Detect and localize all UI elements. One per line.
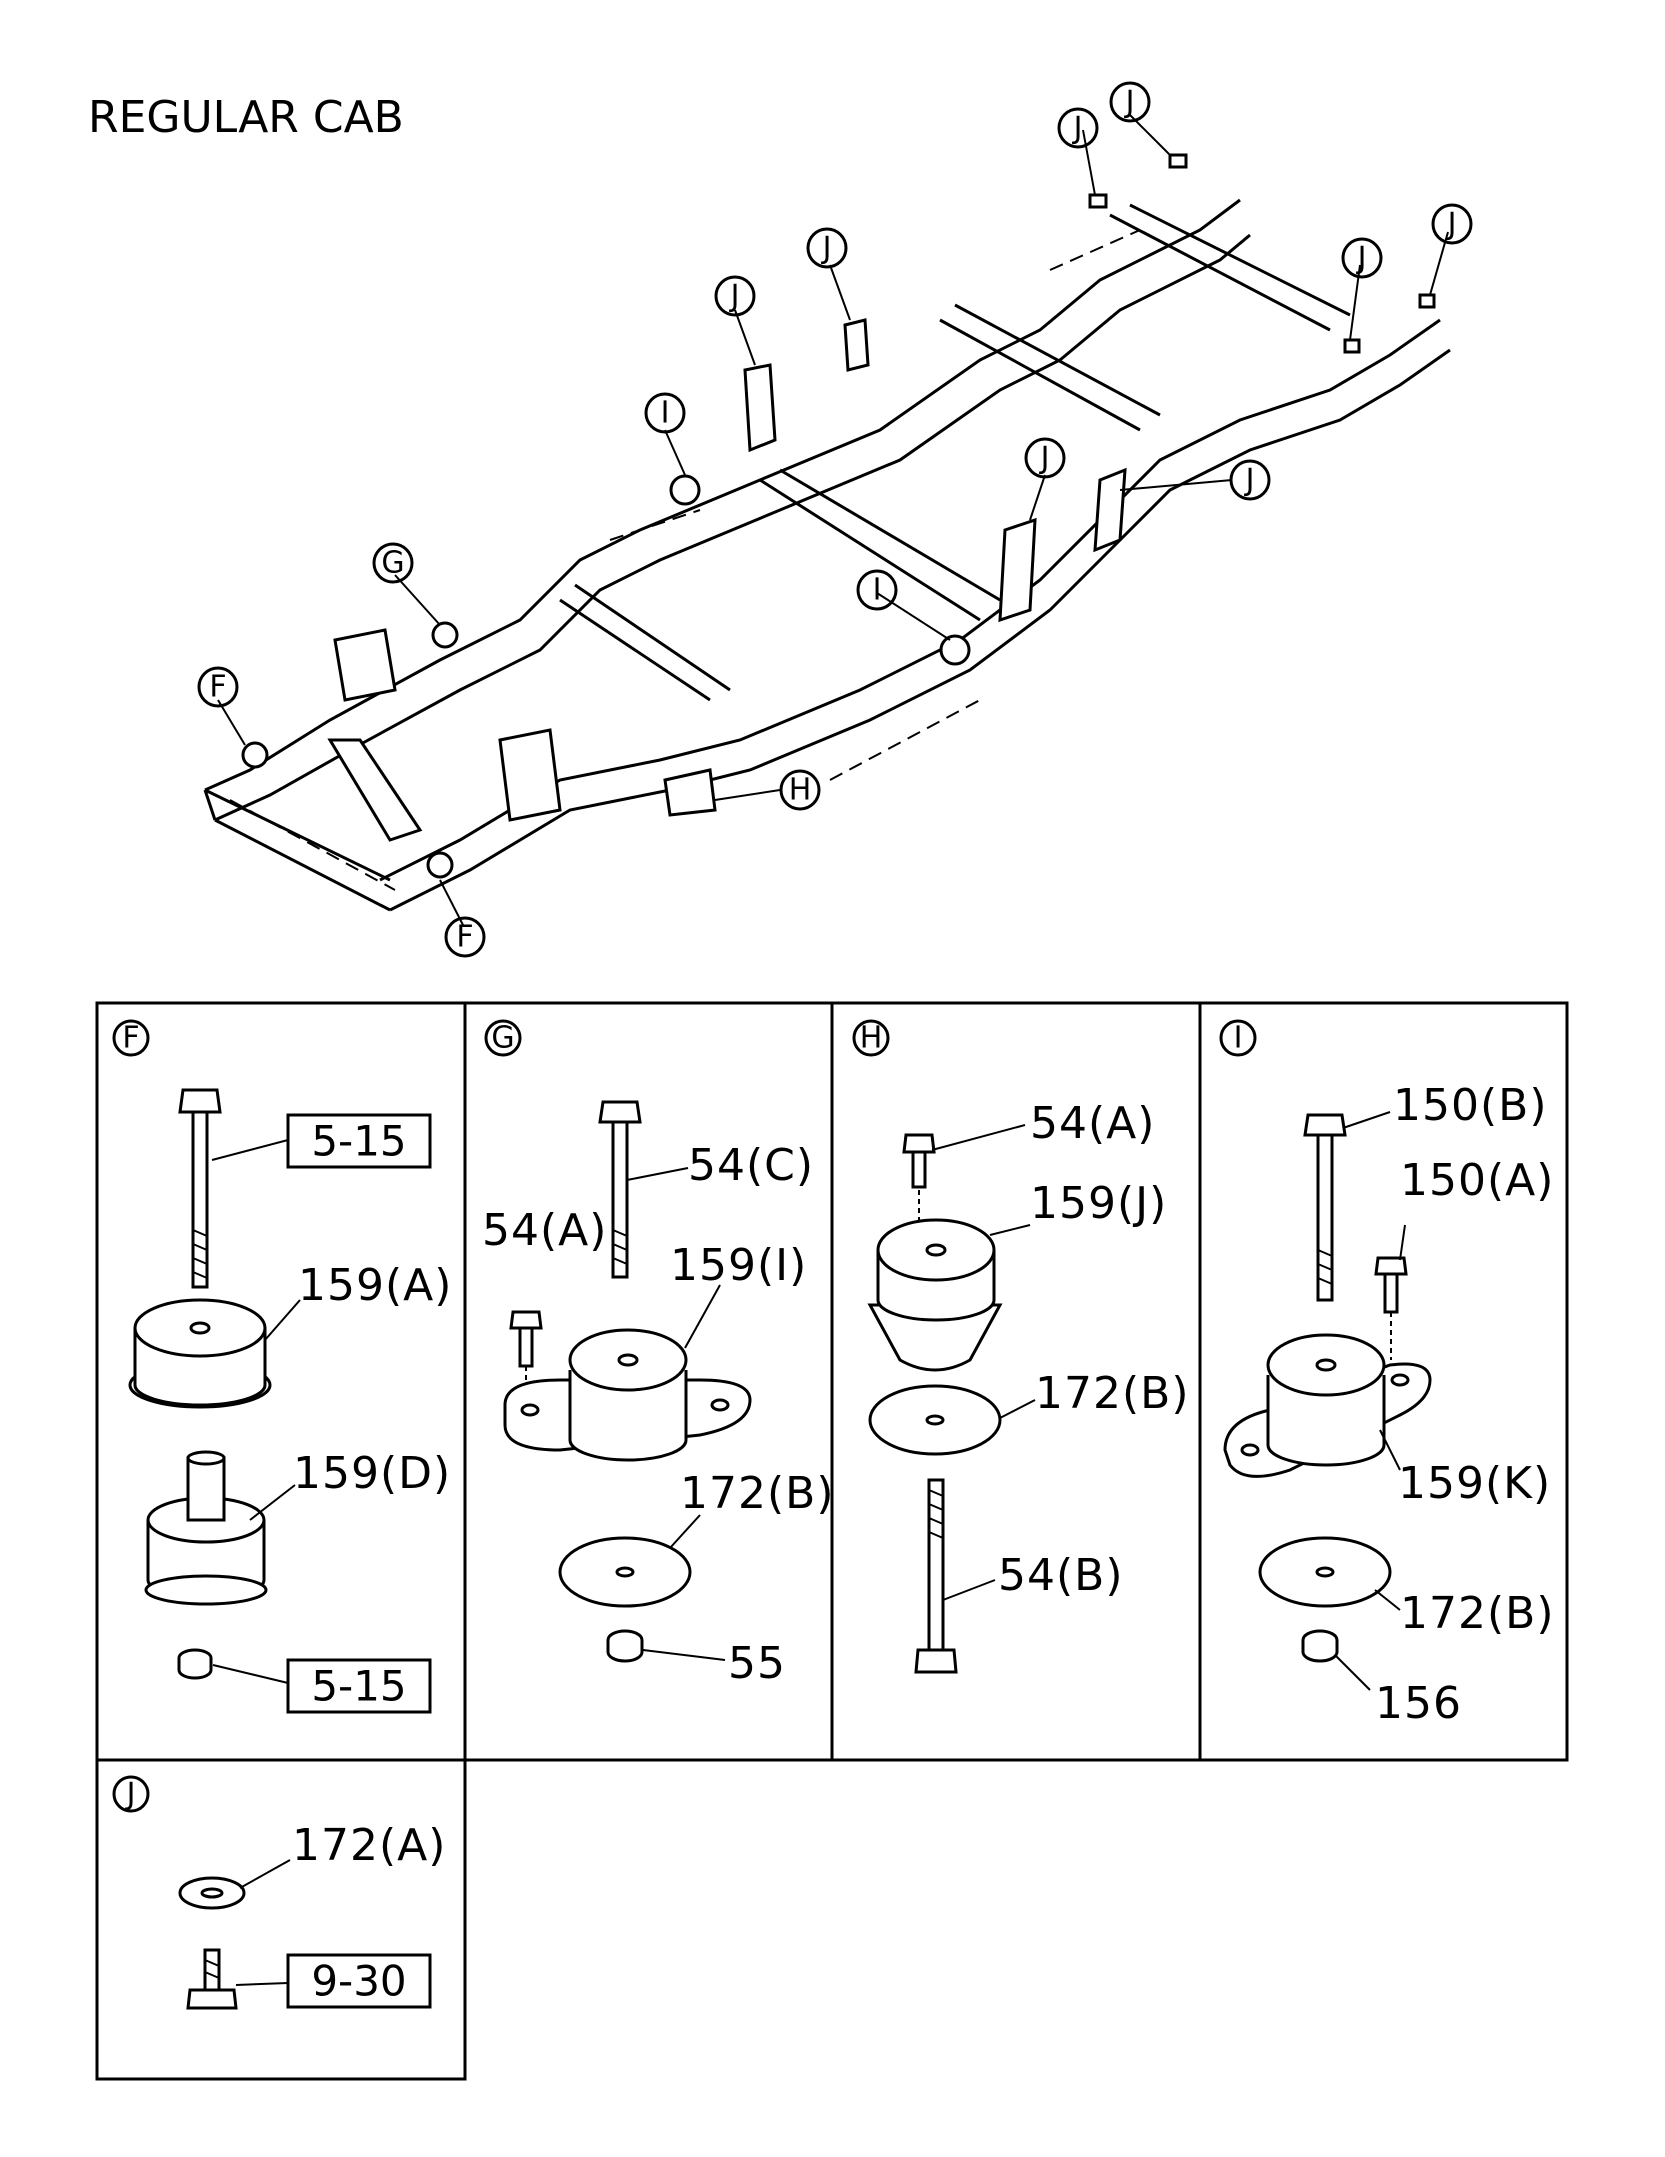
svg-text:159(J): 159(J)	[1030, 1178, 1167, 1229]
svg-text:172(B): 172(B)	[680, 1468, 835, 1519]
callout-j-1: J	[1109, 81, 1151, 123]
ref-box-bottom	[286, 1658, 432, 1714]
svg-text:J: J	[1124, 85, 1135, 120]
svg-text:F: F	[456, 920, 473, 955]
panel-f-letter: F	[122, 1021, 139, 1056]
svg-text:5-15: 5-15	[311, 1662, 406, 1711]
frame-callouts: J J J J J J J J I I G F F H	[197, 81, 1473, 958]
callout-i-2: I	[856, 569, 898, 611]
svg-text:J: J	[1072, 111, 1083, 146]
svg-text:172(B): 172(B)	[1400, 1588, 1555, 1639]
callout-j-3: J	[806, 227, 848, 269]
svg-text:54(A): 54(A)	[1030, 1098, 1155, 1149]
svg-text:156: 156	[1375, 1678, 1462, 1729]
callout-h: H	[779, 769, 821, 811]
svg-text:5-15: 5-15	[311, 1117, 406, 1166]
svg-text:I: I	[873, 573, 882, 608]
chassis-frame	[203, 153, 1451, 912]
callout-j-7: J	[1431, 203, 1473, 245]
svg-text:172(A): 172(A)	[292, 1820, 446, 1871]
callout-i-1: I	[644, 392, 686, 434]
svg-text:F: F	[209, 670, 226, 705]
svg-text:55: 55	[728, 1638, 786, 1689]
svg-text:159(K): 159(K)	[1398, 1458, 1551, 1509]
bolt-head	[178, 1088, 222, 1114]
svg-text:150(A): 150(A)	[1400, 1155, 1554, 1206]
svg-text:172(B): 172(B)	[1035, 1368, 1190, 1419]
svg-text:54(C): 54(C)	[688, 1140, 814, 1191]
bolt-shank	[191, 1110, 209, 1289]
panel-h: H 54(A) 159(J) 172(B) 54(B)	[852, 1019, 1190, 1674]
svg-text:159(I): 159(I)	[670, 1240, 807, 1291]
callout-f-1: F	[197, 666, 239, 708]
callout-g: G	[372, 542, 414, 584]
panel-h-letter: H	[860, 1021, 883, 1056]
ref-box-top	[286, 1113, 432, 1169]
callout-j-8: J	[1229, 459, 1271, 501]
svg-text:J: J	[1039, 441, 1050, 476]
panel-j-letter: J	[125, 1777, 136, 1812]
panel-grid	[95, 1001, 1569, 2081]
svg-text:159(A): 159(A)	[298, 1260, 452, 1311]
callout-j-4: J	[714, 275, 756, 317]
svg-text:150(B): 150(B)	[1393, 1080, 1548, 1131]
panel-j: J 172(A) 9-30	[112, 1775, 446, 2010]
diagram-title: REGULAR CAB	[88, 92, 404, 143]
svg-text:J: J	[1356, 241, 1367, 276]
panel-f: F 5-15 159(A) 159(D) 5-15	[112, 1019, 452, 1714]
callout-j-6: J	[1341, 237, 1383, 279]
callout-j-2: J	[1057, 107, 1099, 149]
svg-text:J: J	[821, 231, 832, 266]
callout-f-2: F	[444, 916, 486, 958]
svg-text:54(B): 54(B)	[998, 1550, 1124, 1601]
svg-text:G: G	[381, 546, 404, 581]
panel-g-letter: G	[491, 1021, 514, 1056]
svg-text:9-30: 9-30	[311, 1957, 406, 2006]
svg-text:H: H	[789, 773, 812, 808]
panel-g: G 54(C) 54(A) 159(I) 172(B) 55	[482, 1019, 835, 1689]
panel-i: I 150(B) 150(A) 159(K) 172(B) 156	[1219, 1019, 1555, 1729]
svg-text:J: J	[729, 279, 740, 314]
panel-i-letter: I	[1234, 1021, 1243, 1056]
svg-text:I: I	[661, 396, 670, 431]
callout-j-5: J	[1024, 437, 1066, 479]
svg-text:159(D): 159(D)	[293, 1448, 451, 1499]
ref-box-j	[286, 1953, 432, 2009]
svg-text:J: J	[1446, 207, 1457, 242]
svg-text:54(A): 54(A)	[482, 1205, 607, 1256]
svg-text:J: J	[1244, 463, 1255, 498]
